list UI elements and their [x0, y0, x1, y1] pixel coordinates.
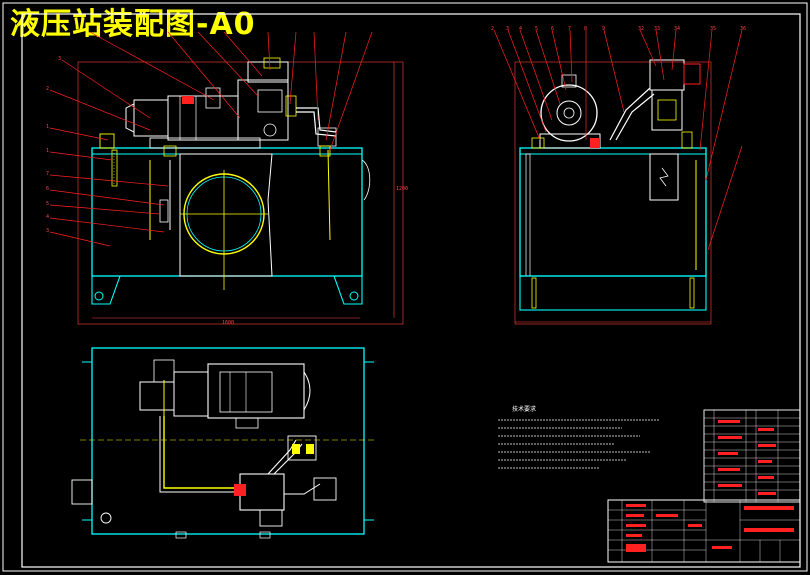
- svg-text:6: 6: [551, 26, 554, 32]
- svg-text:32: 32: [638, 26, 644, 32]
- svg-text:35: 35: [710, 26, 716, 32]
- drawing-title: 液压站装配图-A0: [10, 7, 256, 42]
- svg-text:3: 3: [46, 228, 49, 234]
- svg-text:2: 2: [491, 26, 494, 32]
- electric-motor: [133, 99, 169, 137]
- svg-text:5: 5: [535, 26, 538, 32]
- svg-text:36: 36: [740, 26, 746, 32]
- svg-text:33: 33: [654, 26, 660, 32]
- svg-text:6: 6: [46, 186, 49, 192]
- technical-notes: 技术要求: [498, 405, 660, 469]
- svg-text:1: 1: [46, 148, 49, 154]
- svg-text:7: 7: [568, 26, 571, 32]
- notes-heading: 技术要求: [512, 405, 536, 413]
- side-electrical-box: [649, 153, 679, 201]
- sheet-inner-border: [21, 13, 801, 568]
- front-balloons: 3 2 1 1 7 6 5 4 3: [46, 56, 61, 234]
- svg-text:3: 3: [58, 56, 61, 62]
- title-block: [607, 499, 801, 563]
- side-motor: [540, 84, 598, 142]
- side-view-leaders: [493, 29, 743, 251]
- front-view: 1600 1200: [77, 57, 408, 326]
- svg-text:4: 4: [46, 214, 49, 220]
- parts-list: [703, 409, 801, 503]
- svg-text:7: 7: [46, 171, 49, 177]
- top-valve-block: [239, 473, 285, 511]
- top-view: [71, 347, 374, 539]
- svg-text:5: 5: [46, 201, 49, 207]
- top-tank-outline: [91, 347, 365, 535]
- svg-text:1: 1: [46, 124, 49, 130]
- side-view: [514, 59, 712, 325]
- side-balloons: 2 3 4 5 6 7 8 9 32 33 34 35 36: [491, 26, 746, 32]
- svg-text:2: 2: [46, 86, 49, 92]
- front-view-leaders: [49, 31, 373, 247]
- svg-text:9: 9: [602, 26, 605, 32]
- svg-text:1200: 1200: [396, 186, 408, 192]
- svg-text:1600: 1600: [222, 320, 234, 326]
- svg-text:34: 34: [674, 26, 680, 32]
- svg-text:4: 4: [519, 26, 522, 32]
- level-gauge: [111, 149, 118, 187]
- svg-text:3: 3: [506, 26, 509, 32]
- svg-text:8: 8: [584, 26, 587, 32]
